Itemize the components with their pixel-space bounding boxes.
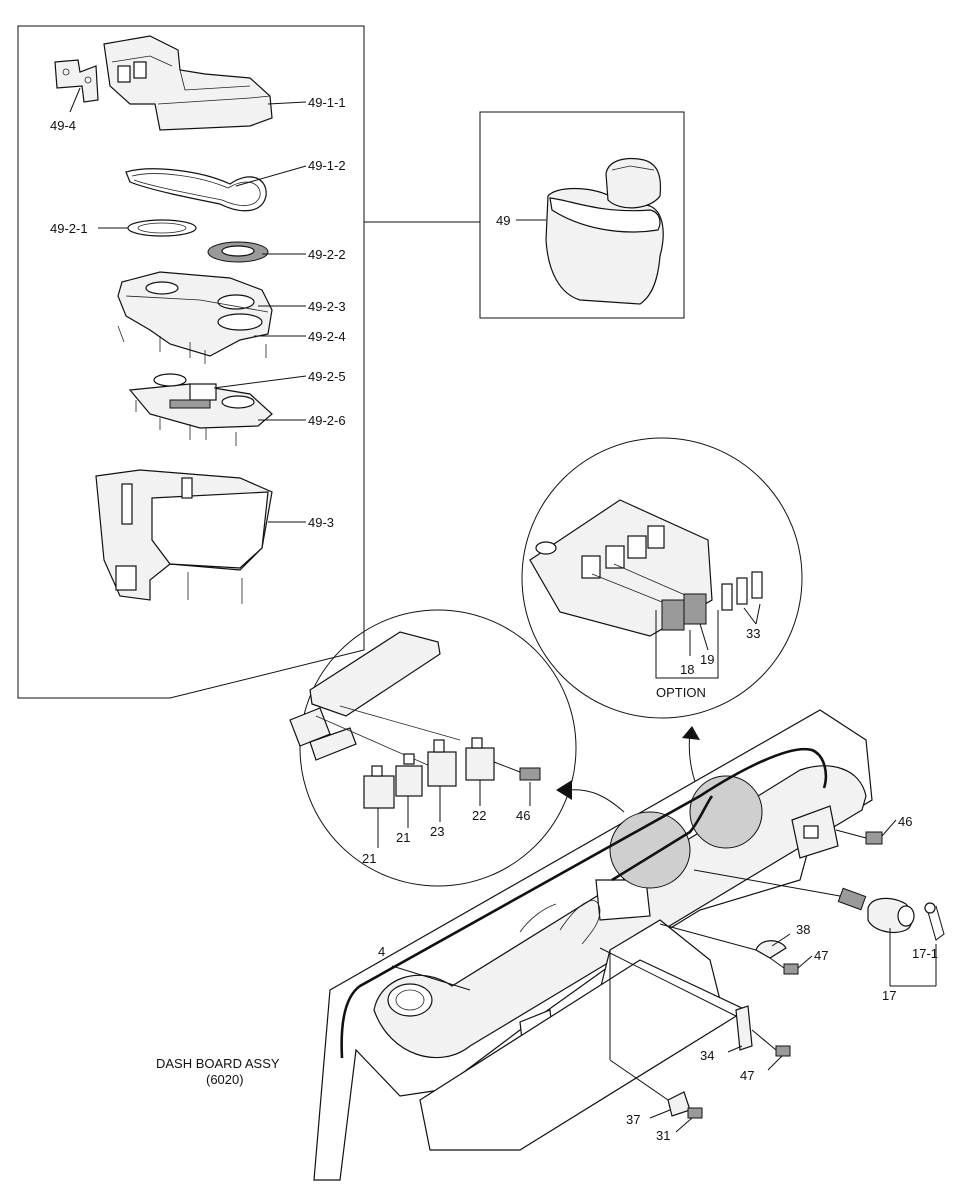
callout-37: 37 bbox=[626, 1112, 640, 1127]
callout-4: 4 bbox=[378, 944, 385, 959]
callout-31: 31 bbox=[656, 1128, 670, 1143]
callout-49-1-2: 49-1-2 bbox=[308, 158, 346, 173]
callout-49-4: 49-4 bbox=[50, 118, 76, 133]
callout-49-2-4: 49-2-4 bbox=[308, 329, 346, 344]
callout-49-2-3: 49-2-3 bbox=[308, 299, 346, 314]
callout-17-1: 17-1 bbox=[912, 946, 938, 961]
wire-harness-branch-2 bbox=[559, 900, 601, 945]
part-49-1-1-upper-cover bbox=[103, 35, 273, 131]
callout-34: 34 bbox=[700, 1048, 714, 1063]
exploded-view-frame bbox=[17, 25, 365, 699]
relay-arrowhead bbox=[556, 780, 572, 800]
clamp-38 bbox=[659, 923, 799, 975]
bracket-34 bbox=[599, 947, 791, 1057]
option-switch-panel bbox=[529, 499, 763, 679]
callout-49-2-1: 49-2-1 bbox=[50, 221, 88, 236]
dash-board-code: (6020) bbox=[206, 1072, 244, 1087]
part-49-3-lower-housing bbox=[95, 469, 273, 604]
callout-49-1-1: 49-1-1 bbox=[308, 95, 346, 110]
relay-detail-circle bbox=[299, 609, 577, 887]
wire-harness-branch-3 bbox=[519, 903, 557, 933]
leader-lines bbox=[69, 87, 546, 991]
clamp-37 bbox=[609, 950, 703, 1119]
leader-lines-lower bbox=[649, 623, 937, 1133]
part-49-2-1-ring bbox=[127, 219, 197, 237]
part-49-1-2-gasket bbox=[125, 168, 267, 212]
callout-49-2-5: 49-2-5 bbox=[308, 369, 346, 384]
callout-47-upper: 47 bbox=[814, 948, 828, 963]
key-switch-17 bbox=[693, 869, 945, 941]
callout-49-2-2: 49-2-2 bbox=[308, 247, 346, 262]
callout-49-3: 49-3 bbox=[308, 515, 334, 530]
bolt-46-right bbox=[835, 829, 883, 845]
callout-22: 22 bbox=[472, 808, 486, 823]
callout-19: 19 bbox=[700, 652, 714, 667]
callout-49-2-6: 49-2-6 bbox=[308, 413, 346, 428]
wire-harness-4 bbox=[340, 747, 828, 1059]
option-arrowhead bbox=[682, 726, 700, 740]
part-49-2-6-circuit-board bbox=[128, 373, 273, 446]
part-49-2-3-meter-housing bbox=[117, 271, 273, 364]
callout-21-a: 21 bbox=[362, 851, 376, 866]
dash-board-body bbox=[313, 709, 873, 1181]
callout-17: 17 bbox=[882, 988, 896, 1003]
callout-38: 38 bbox=[796, 922, 810, 937]
callout-18: 18 bbox=[680, 662, 694, 677]
callout-21-b: 21 bbox=[396, 830, 410, 845]
callout-46-relay: 46 bbox=[516, 808, 530, 823]
wire-harness-branch bbox=[611, 795, 714, 882]
option-detail-circle bbox=[521, 437, 803, 719]
callout-46-right: 46 bbox=[898, 814, 912, 829]
assembled-cluster-frame bbox=[479, 111, 685, 319]
relay-bracket-detail bbox=[289, 631, 541, 848]
callout-49: 49 bbox=[496, 213, 510, 228]
part-49-assembled-cluster bbox=[545, 157, 664, 305]
part-49-2-2-ring bbox=[207, 241, 269, 263]
switch-location-highlight bbox=[689, 775, 763, 849]
relay-callout-arrow bbox=[567, 789, 625, 813]
dash-board-title: DASH BOARD ASSY bbox=[156, 1056, 280, 1071]
callout-23: 23 bbox=[430, 824, 444, 839]
part-49-4-bracket bbox=[54, 59, 99, 103]
callout-47-lower: 47 bbox=[740, 1068, 754, 1083]
callout-33: 33 bbox=[746, 626, 760, 641]
option-label: OPTION bbox=[656, 685, 706, 700]
